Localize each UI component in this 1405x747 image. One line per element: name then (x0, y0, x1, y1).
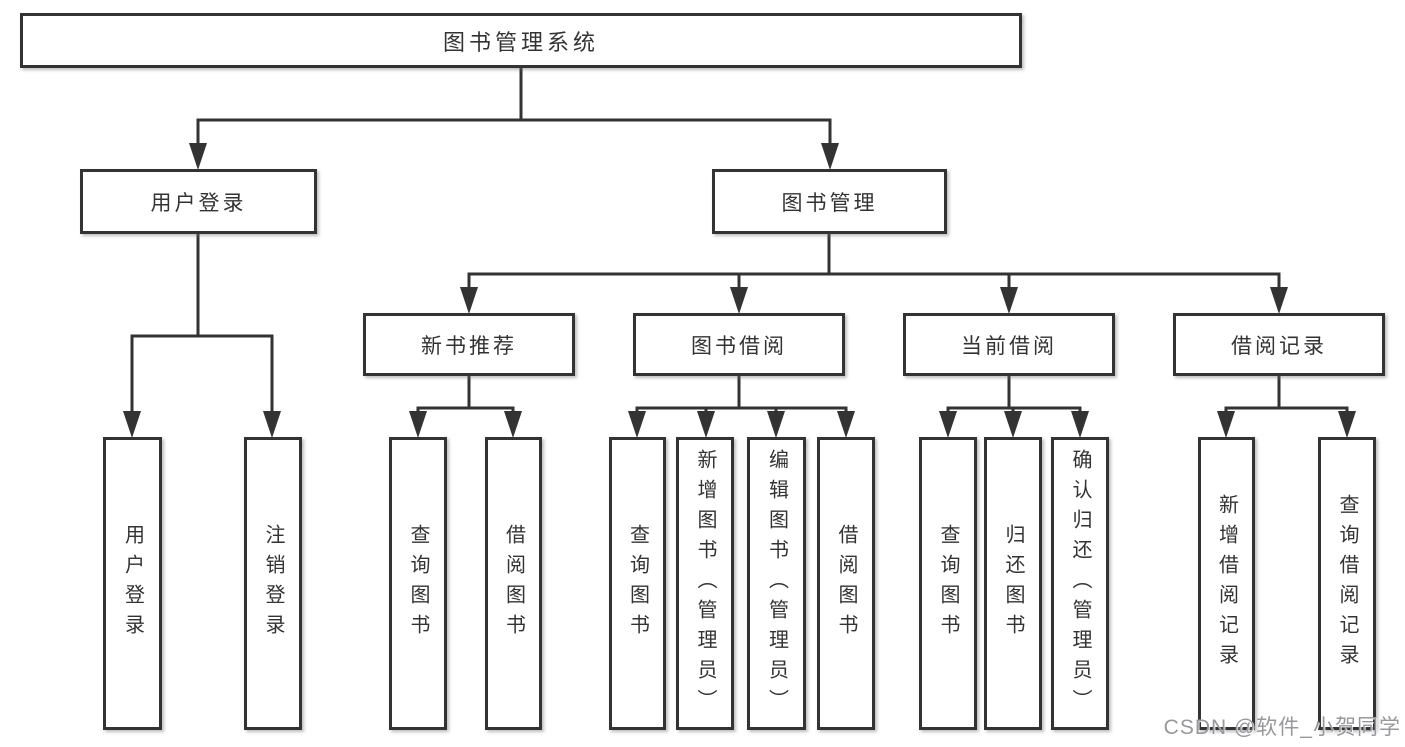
leaf-add-book-admin: 新增图书（管理员） (676, 437, 734, 730)
leaf-query-borrow-record: 查询借阅记录 (1318, 437, 1376, 730)
leaf-add-borrow-record-label: 新增借阅记录 (1215, 493, 1238, 674)
leaf-query-books-borrow: 查询图书 (609, 437, 666, 730)
node-borrow-records: 借阅记录 (1173, 313, 1385, 376)
leaf-query-borrow-record-label: 查询借阅记录 (1336, 493, 1358, 674)
leaf-logout-label: 注销登录 (262, 523, 284, 644)
node-user-login-label: 用户登录 (150, 191, 247, 215)
node-user-login: 用户登录 (80, 169, 317, 234)
leaf-confirm-return-admin: 确认归还（管理员） (1051, 437, 1109, 730)
node-current-borrow-label: 当前借阅 (961, 334, 1057, 358)
leaf-return-book-label: 归还图书 (1002, 523, 1024, 644)
leaf-logout: 注销登录 (244, 437, 302, 730)
node-new-book-recommend: 新书推荐 (363, 313, 575, 376)
node-book-borrow-label: 图书借阅 (691, 334, 787, 358)
leaf-query-books-recommend: 查询图书 (389, 437, 447, 730)
leaf-query-books-current-label: 查询图书 (937, 523, 959, 644)
node-book-borrow: 图书借阅 (633, 313, 845, 376)
node-new-book-recommend-label: 新书推荐 (421, 334, 517, 358)
watermark: CSDN @软件_小贺同学 (1163, 716, 1401, 739)
leaf-query-books-recommend-label: 查询图书 (407, 523, 429, 644)
leaf-query-books-borrow-label: 查询图书 (626, 523, 649, 644)
leaf-borrow-books: 借阅图书 (817, 437, 875, 730)
leaf-borrow-books-recommend: 借阅图书 (485, 437, 542, 730)
leaf-user-login: 用户登录 (103, 437, 162, 730)
node-root-label: 图书管理系统 (442, 29, 599, 55)
leaf-edit-book-admin: 编辑图书（管理员） (747, 437, 806, 730)
leaf-add-borrow-record: 新增借阅记录 (1198, 437, 1255, 730)
node-book-management: 图书管理 (712, 169, 947, 234)
node-current-borrow: 当前借阅 (903, 313, 1115, 376)
leaf-borrow-books-label: 借阅图书 (835, 523, 857, 644)
leaf-borrow-books-recommend-label: 借阅图书 (502, 523, 525, 644)
leaf-confirm-return-admin-label: 确认归还（管理员） (1069, 448, 1091, 719)
node-borrow-records-label: 借阅记录 (1231, 334, 1327, 358)
node-book-management-label: 图书管理 (781, 191, 878, 215)
node-root: 图书管理系统 (20, 13, 1022, 68)
arrowheads (123, 143, 1356, 438)
leaf-query-books-current: 查询图书 (919, 437, 977, 730)
leaf-user-login-label: 用户登录 (121, 523, 144, 644)
leaf-return-book: 归还图书 (984, 437, 1042, 730)
leaf-edit-book-admin-label: 编辑图书（管理员） (765, 448, 788, 719)
leaf-add-book-admin-label: 新增图书（管理员） (694, 448, 716, 719)
